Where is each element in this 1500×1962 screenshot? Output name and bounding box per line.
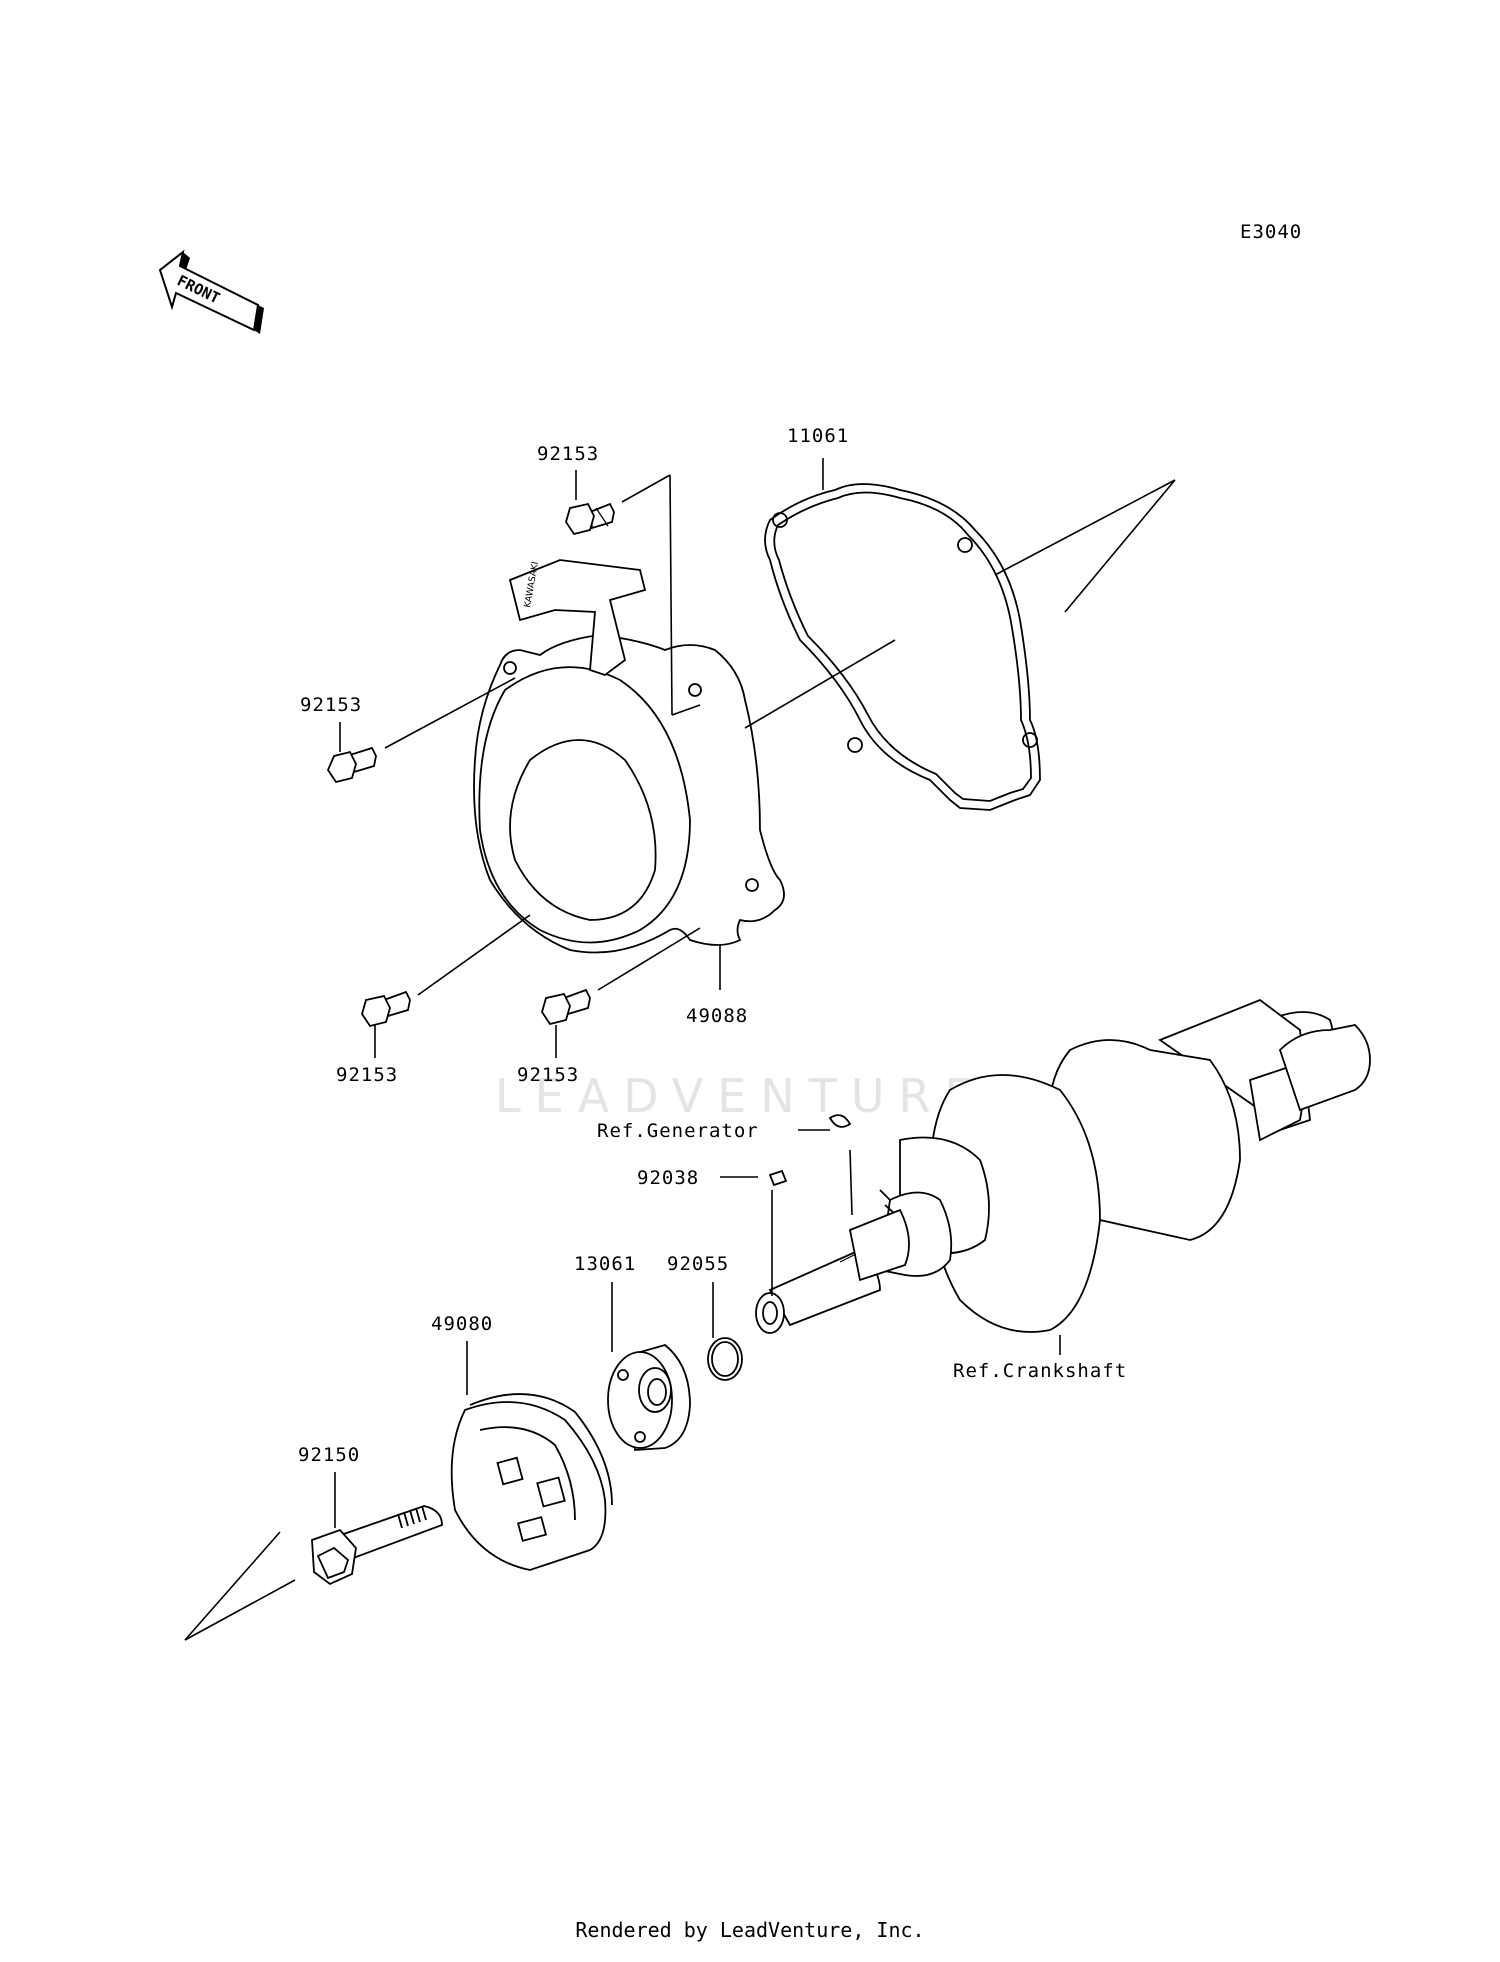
watermark-text: LEADVENTURE xyxy=(495,1069,988,1123)
gasket-11061 xyxy=(764,483,1041,811)
label-11061[interactable]: 11061 xyxy=(787,425,849,447)
diagram-code: E3040 xyxy=(1240,221,1302,243)
label-92150[interactable]: 92150 xyxy=(298,1444,360,1466)
label-92153-bottom-mid[interactable]: 92153 xyxy=(517,1064,579,1086)
pulley-13061 xyxy=(607,1344,691,1451)
key-92038 xyxy=(768,1169,788,1187)
label-92038[interactable]: 92038 xyxy=(637,1167,699,1189)
bolt-92153-left xyxy=(326,746,377,784)
label-ref-generator[interactable]: Ref.Generator xyxy=(597,1120,759,1142)
recoil-starter-49088: KAWASAKI xyxy=(473,559,785,954)
label-92153-bottom-left[interactable]: 92153 xyxy=(336,1064,398,1086)
label-92153-top[interactable]: 92153 xyxy=(537,443,599,465)
label-49080[interactable]: 49080 xyxy=(431,1313,493,1335)
crankshaft xyxy=(755,998,1371,1334)
bolt-92153-bottom-mid xyxy=(541,988,591,1026)
bolt-92150 xyxy=(311,1505,443,1586)
label-92055[interactable]: 92055 xyxy=(667,1253,729,1275)
woodruff-key xyxy=(828,1114,852,1128)
label-13061[interactable]: 13061 xyxy=(574,1253,636,1275)
footer-credit: Rendered by LeadVenture, Inc. xyxy=(575,1918,925,1942)
bolt-92153-bottom-left xyxy=(361,990,411,1028)
leader-lines xyxy=(184,458,1176,1641)
label-92153-left[interactable]: 92153 xyxy=(300,694,362,716)
front-arrow-icon: FRONT xyxy=(158,249,264,334)
oring-92055 xyxy=(707,1337,743,1381)
label-ref-crankshaft[interactable]: Ref.Crankshaft xyxy=(953,1360,1127,1382)
bolt-92153-top xyxy=(565,502,615,536)
label-49088[interactable]: 49088 xyxy=(686,1005,748,1027)
cup-49080 xyxy=(450,1393,613,1571)
